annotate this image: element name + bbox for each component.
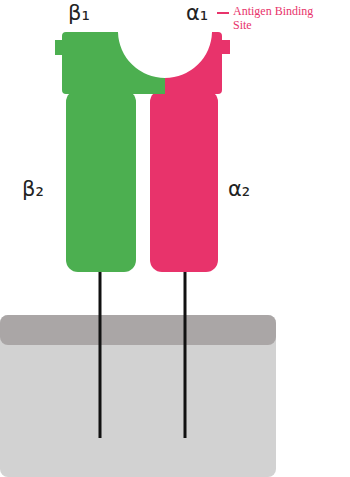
chain-label: β₂ [22,178,44,201]
alpha2-domain [150,90,218,272]
alpha1-domain [165,32,230,94]
beta2-domain [66,90,136,272]
chain-label: α₂ [228,178,250,201]
transmembrane-anchor [184,268,187,438]
chain-label: α₁ [186,2,208,25]
site-label: Antigen Binding Site [233,5,315,33]
chain-label: β₁ [68,2,90,25]
leader-line [217,12,229,14]
beta1-domain [55,32,165,94]
membrane-surface [0,315,276,345]
transmembrane-anchor [99,268,102,438]
membrane [0,315,276,477]
